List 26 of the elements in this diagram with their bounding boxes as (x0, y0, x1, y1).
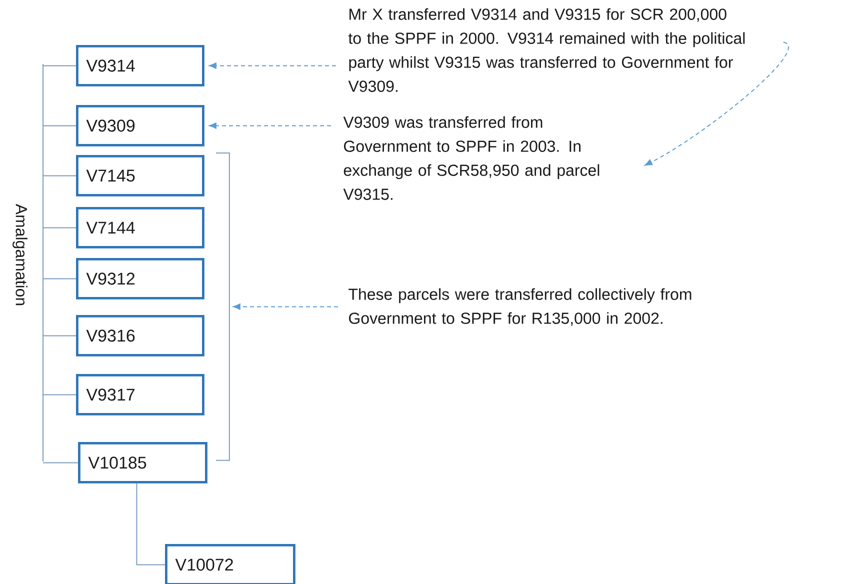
leader-arrow (208, 122, 332, 129)
connector-line (42, 175, 76, 176)
parcel-box: V9316 (76, 315, 204, 356)
leader-arrow (232, 304, 338, 310)
parcel-box: V10072 (165, 544, 296, 584)
bracket (216, 152, 230, 461)
connector-line (42, 227, 76, 228)
parcel-box: V9312 (76, 258, 204, 300)
connector-line (42, 462, 78, 464)
parcel-box: V9314 (76, 45, 204, 86)
connector-line (42, 394, 76, 396)
note-text: V9309 was transferred from Government to SPPF in 2003. In exchange of SCR58,950 and parcel V9315. (343, 116, 600, 200)
side-label: Amalgamation (12, 204, 28, 306)
parcel-box: V10185 (78, 442, 208, 484)
connector-line (136, 482, 166, 566)
connector-line (42, 125, 76, 126)
parcel-box: V7145 (76, 155, 204, 196)
parcel-box: V9309 (76, 105, 204, 146)
parcel-box: V9317 (76, 374, 204, 416)
connector-line (42, 278, 76, 280)
connector-line (42, 335, 76, 336)
note-text: These parcels were transferred collectively from Government to SPPF for R135,000 in 2002. (348, 288, 692, 326)
leader-arrow (208, 62, 336, 69)
parcel-box: V7144 (76, 207, 204, 248)
note-text: Mr X transferred V9314 and V9315 for SCR 200,000 to the SPPF in 2000. V9314 remained with the political party whilst V9315 was transferred to Government for V9309. (348, 8, 745, 92)
connector-line (42, 65, 76, 66)
